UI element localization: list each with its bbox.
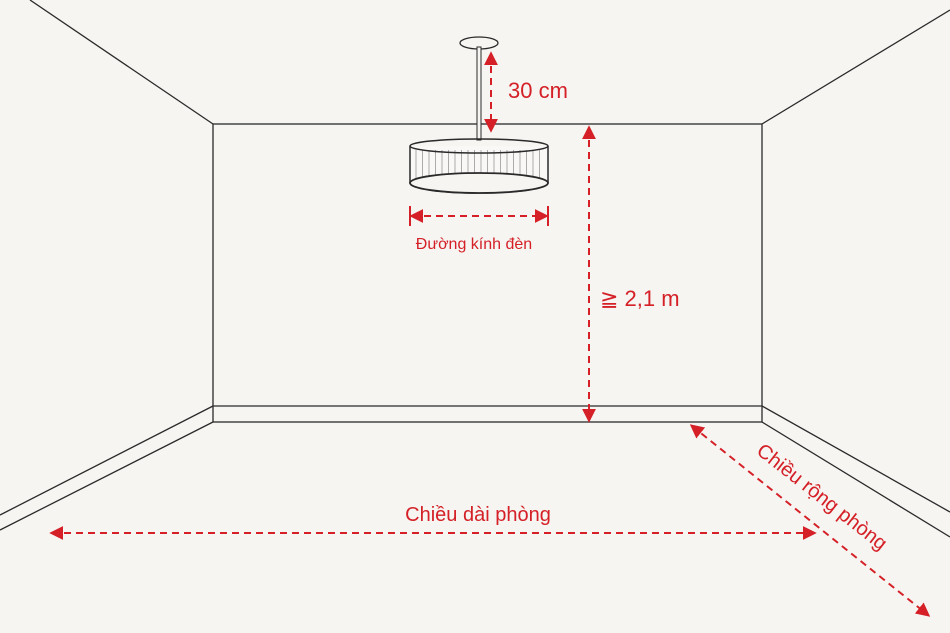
room-length-label: Chiều dài phòng <box>405 504 551 526</box>
floor-edge-left <box>0 421 214 531</box>
pendant-lamp-icon <box>409 36 549 194</box>
baseboard-left <box>0 405 214 516</box>
ceiling-height-label: ≧ 2,1 m <box>600 286 680 311</box>
room-width-arrow <box>689 424 931 617</box>
hanging-distance-label: 30 cm <box>508 78 568 103</box>
lamp-diameter-label: Đường kính đèn <box>416 236 532 253</box>
ceiling-edge-right <box>761 9 950 125</box>
ceiling-edge-left <box>29 0 214 125</box>
room-outline <box>0 0 950 538</box>
room-width-label: Chiều rộng phòng <box>752 440 891 555</box>
